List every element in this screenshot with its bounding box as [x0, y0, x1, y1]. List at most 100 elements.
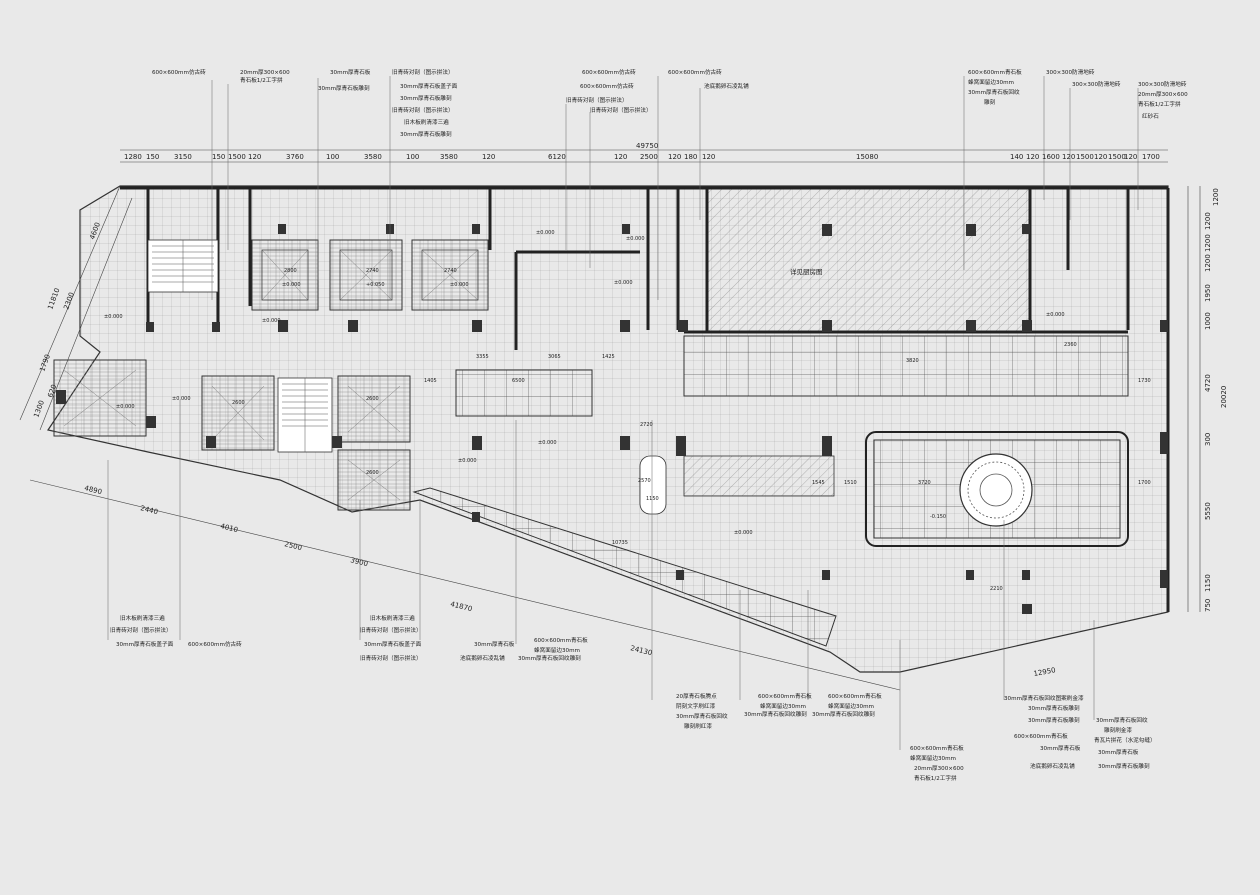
svg-text:3580: 3580 [364, 153, 382, 161]
svg-text:30mm厚青石板回纹雕刻: 30mm厚青石板回纹雕刻 [518, 654, 581, 662]
svg-text:蜂窝面留边30mm: 蜂窝面留边30mm [910, 754, 956, 762]
svg-text:120: 120 [1026, 153, 1039, 161]
svg-text:30mm厚青石板回纹雕刻: 30mm厚青石板回纹雕刻 [744, 710, 807, 718]
svg-text:30mm厚青石板回纹雕刻: 30mm厚青石板回纹雕刻 [812, 710, 875, 718]
svg-text:旧青砖对剖（图示拼法）: 旧青砖对剖（图示拼法） [110, 626, 172, 634]
svg-text:1790: 1790 [38, 353, 52, 372]
svg-text:-0.150: -0.150 [930, 514, 946, 520]
private-rooms-top [251, 239, 489, 311]
svg-text:600×600mm青石板: 600×600mm青石板 [1014, 732, 1068, 740]
svg-text:1600: 1600 [1042, 153, 1060, 161]
svg-text:±0.000: ±0.000 [458, 458, 477, 464]
svg-text:30mm厚青石板回纹: 30mm厚青石板回纹 [676, 712, 728, 720]
svg-text:1425: 1425 [602, 354, 615, 360]
svg-text:30mm厚青石板雕刻: 30mm厚青石板雕刻 [400, 130, 452, 138]
svg-text:4890: 4890 [84, 484, 103, 496]
svg-text:30mm厚青石板雕刻: 30mm厚青石板雕刻 [1028, 704, 1080, 712]
svg-text:1150: 1150 [1204, 574, 1212, 592]
svg-text:4720: 4720 [1204, 374, 1212, 392]
stair-center [277, 377, 333, 453]
svg-text:1730: 1730 [1138, 378, 1151, 384]
svg-text:±0.000: ±0.000 [116, 404, 135, 410]
svg-text:120: 120 [248, 153, 261, 161]
svg-text:15080: 15080 [856, 153, 878, 161]
svg-text:120: 120 [614, 153, 627, 161]
svg-text:2720: 2720 [640, 422, 653, 428]
svg-text:1000: 1000 [1204, 312, 1212, 330]
stone-grid-lobby [455, 369, 593, 417]
leader-lines [107, 76, 1139, 750]
svg-text:41870: 41870 [450, 600, 474, 613]
svg-text:30mm厚青石板雕刻: 30mm厚青石板雕刻 [400, 94, 452, 102]
svg-text:±0.000: ±0.000 [734, 530, 753, 536]
svg-text:旧木板刷清漆三遍: 旧木板刷清漆三遍 [370, 614, 415, 622]
svg-text:3820: 3820 [906, 358, 919, 364]
svg-text:1200: 1200 [1204, 254, 1212, 272]
svg-text:旧青砖对剖（图示拼法）: 旧青砖对剖（图示拼法） [360, 654, 422, 662]
svg-text:20mm厚300×600: 20mm厚300×600 [1138, 91, 1188, 98]
svg-text:30mm厚青石板: 30mm厚青石板 [474, 640, 515, 648]
callouts-bottom: 旧木板刷清漆三遍 旧青砖对剖（图示拼法） 30mm厚青石板盖子面 600×600… [110, 614, 1156, 782]
svg-text:旧青砖对剖（图示拼法）: 旧青砖对剖（图示拼法） [360, 626, 422, 634]
walls [120, 186, 1170, 612]
svg-text:青石板1/2工字拼: 青石板1/2工字拼 [1138, 100, 1181, 108]
svg-text:300×300防滑地砖: 300×300防滑地砖 [1138, 80, 1187, 88]
svg-text:1500: 1500 [1108, 153, 1126, 161]
svg-text:2600: 2600 [366, 396, 379, 402]
svg-text:阴刻文字刷红漆: 阴刻文字刷红漆 [676, 702, 716, 710]
svg-text:30mm厚青石板: 30mm厚青石板 [1098, 748, 1139, 756]
svg-text:旧青砖对剖（图示拼法）: 旧青砖对剖（图示拼法） [566, 96, 628, 104]
svg-text:600×600mm青石板: 600×600mm青石板 [534, 636, 588, 644]
svg-text:2440: 2440 [140, 504, 159, 516]
svg-text:20020: 20020 [1220, 386, 1228, 408]
svg-text:雕刻刷金漆: 雕刻刷金漆 [1104, 726, 1132, 734]
svg-text:3355: 3355 [476, 354, 489, 360]
svg-text:120: 120 [702, 153, 715, 161]
svg-text:±0.000: ±0.000 [538, 440, 557, 446]
svg-text:1500: 1500 [1076, 153, 1094, 161]
svg-text:30mm厚青石板盖子面: 30mm厚青石板盖子面 [364, 640, 422, 648]
svg-text:1950: 1950 [1204, 284, 1212, 302]
svg-text:蜂窝面留边30mm: 蜂窝面留边30mm [534, 646, 580, 654]
svg-text:1280: 1280 [124, 153, 142, 161]
dimension-lines [19, 149, 1201, 691]
svg-text:120: 120 [1062, 153, 1075, 161]
svg-text:300×300防滑地砖: 300×300防滑地砖 [1046, 68, 1095, 76]
svg-text:池底鹅卵石凌乱铺: 池底鹅卵石凌乱铺 [1030, 762, 1075, 770]
svg-text:±0.000: ±0.000 [104, 314, 123, 320]
kitchen-label: 详见厨房图 [790, 267, 823, 276]
svg-text:青瓦片拼花（水泥勾缝）: 青瓦片拼花（水泥勾缝） [1094, 736, 1156, 744]
svg-text:±0.000: ±0.000 [1046, 312, 1065, 318]
svg-text:3065: 3065 [548, 354, 561, 360]
pond [865, 431, 1129, 547]
stair-left-top [147, 239, 219, 293]
svg-text:雕刻刷红漆: 雕刻刷红漆 [684, 722, 712, 730]
svg-text:1545: 1545 [812, 480, 825, 486]
level-marks: ±0.000 -0.150 ±0.000 ±0.000 ±0.000 ±0.00… [104, 230, 1065, 536]
svg-text:600×600mm青石板: 600×600mm青石板 [828, 692, 882, 700]
svg-text:30mm厚青石板雕刻: 30mm厚青石板雕刻 [1098, 762, 1150, 770]
svg-text:600×600mm仿古砖: 600×600mm仿古砖 [582, 68, 636, 76]
svg-text:3720: 3720 [918, 480, 931, 486]
svg-text:5550: 5550 [1204, 502, 1212, 520]
svg-text:20mm厚300×600: 20mm厚300×600 [240, 69, 290, 76]
svg-text:±0.000: ±0.000 [626, 236, 645, 242]
svg-text:300: 300 [1204, 433, 1212, 446]
svg-text:旧青砖对剖（图示拼法）: 旧青砖对剖（图示拼法） [392, 106, 454, 114]
private-rooms-middle [53, 359, 411, 511]
svg-text:3760: 3760 [286, 153, 304, 161]
svg-text:红砂石: 红砂石 [1142, 112, 1159, 120]
svg-text:蜂窝面留边30mm: 蜂窝面留边30mm [968, 78, 1014, 86]
svg-text:2210: 2210 [990, 586, 1003, 592]
svg-text:1300: 1300 [32, 399, 46, 418]
svg-text:2600: 2600 [366, 470, 379, 476]
svg-text:1150: 1150 [646, 496, 659, 502]
svg-text:30mm厚青石板盖子面: 30mm厚青石板盖子面 [400, 82, 458, 90]
svg-text:青石板1/2工字拼: 青石板1/2工字拼 [240, 76, 283, 84]
svg-text:±0.000: ±0.000 [282, 282, 301, 288]
svg-text:2500: 2500 [284, 540, 303, 552]
svg-text:1200: 1200 [1204, 212, 1212, 230]
svg-text:青石板1/2工字拼: 青石板1/2工字拼 [914, 774, 957, 782]
svg-text:30mm厚青石板雕刻: 30mm厚青石板雕刻 [1028, 716, 1080, 724]
